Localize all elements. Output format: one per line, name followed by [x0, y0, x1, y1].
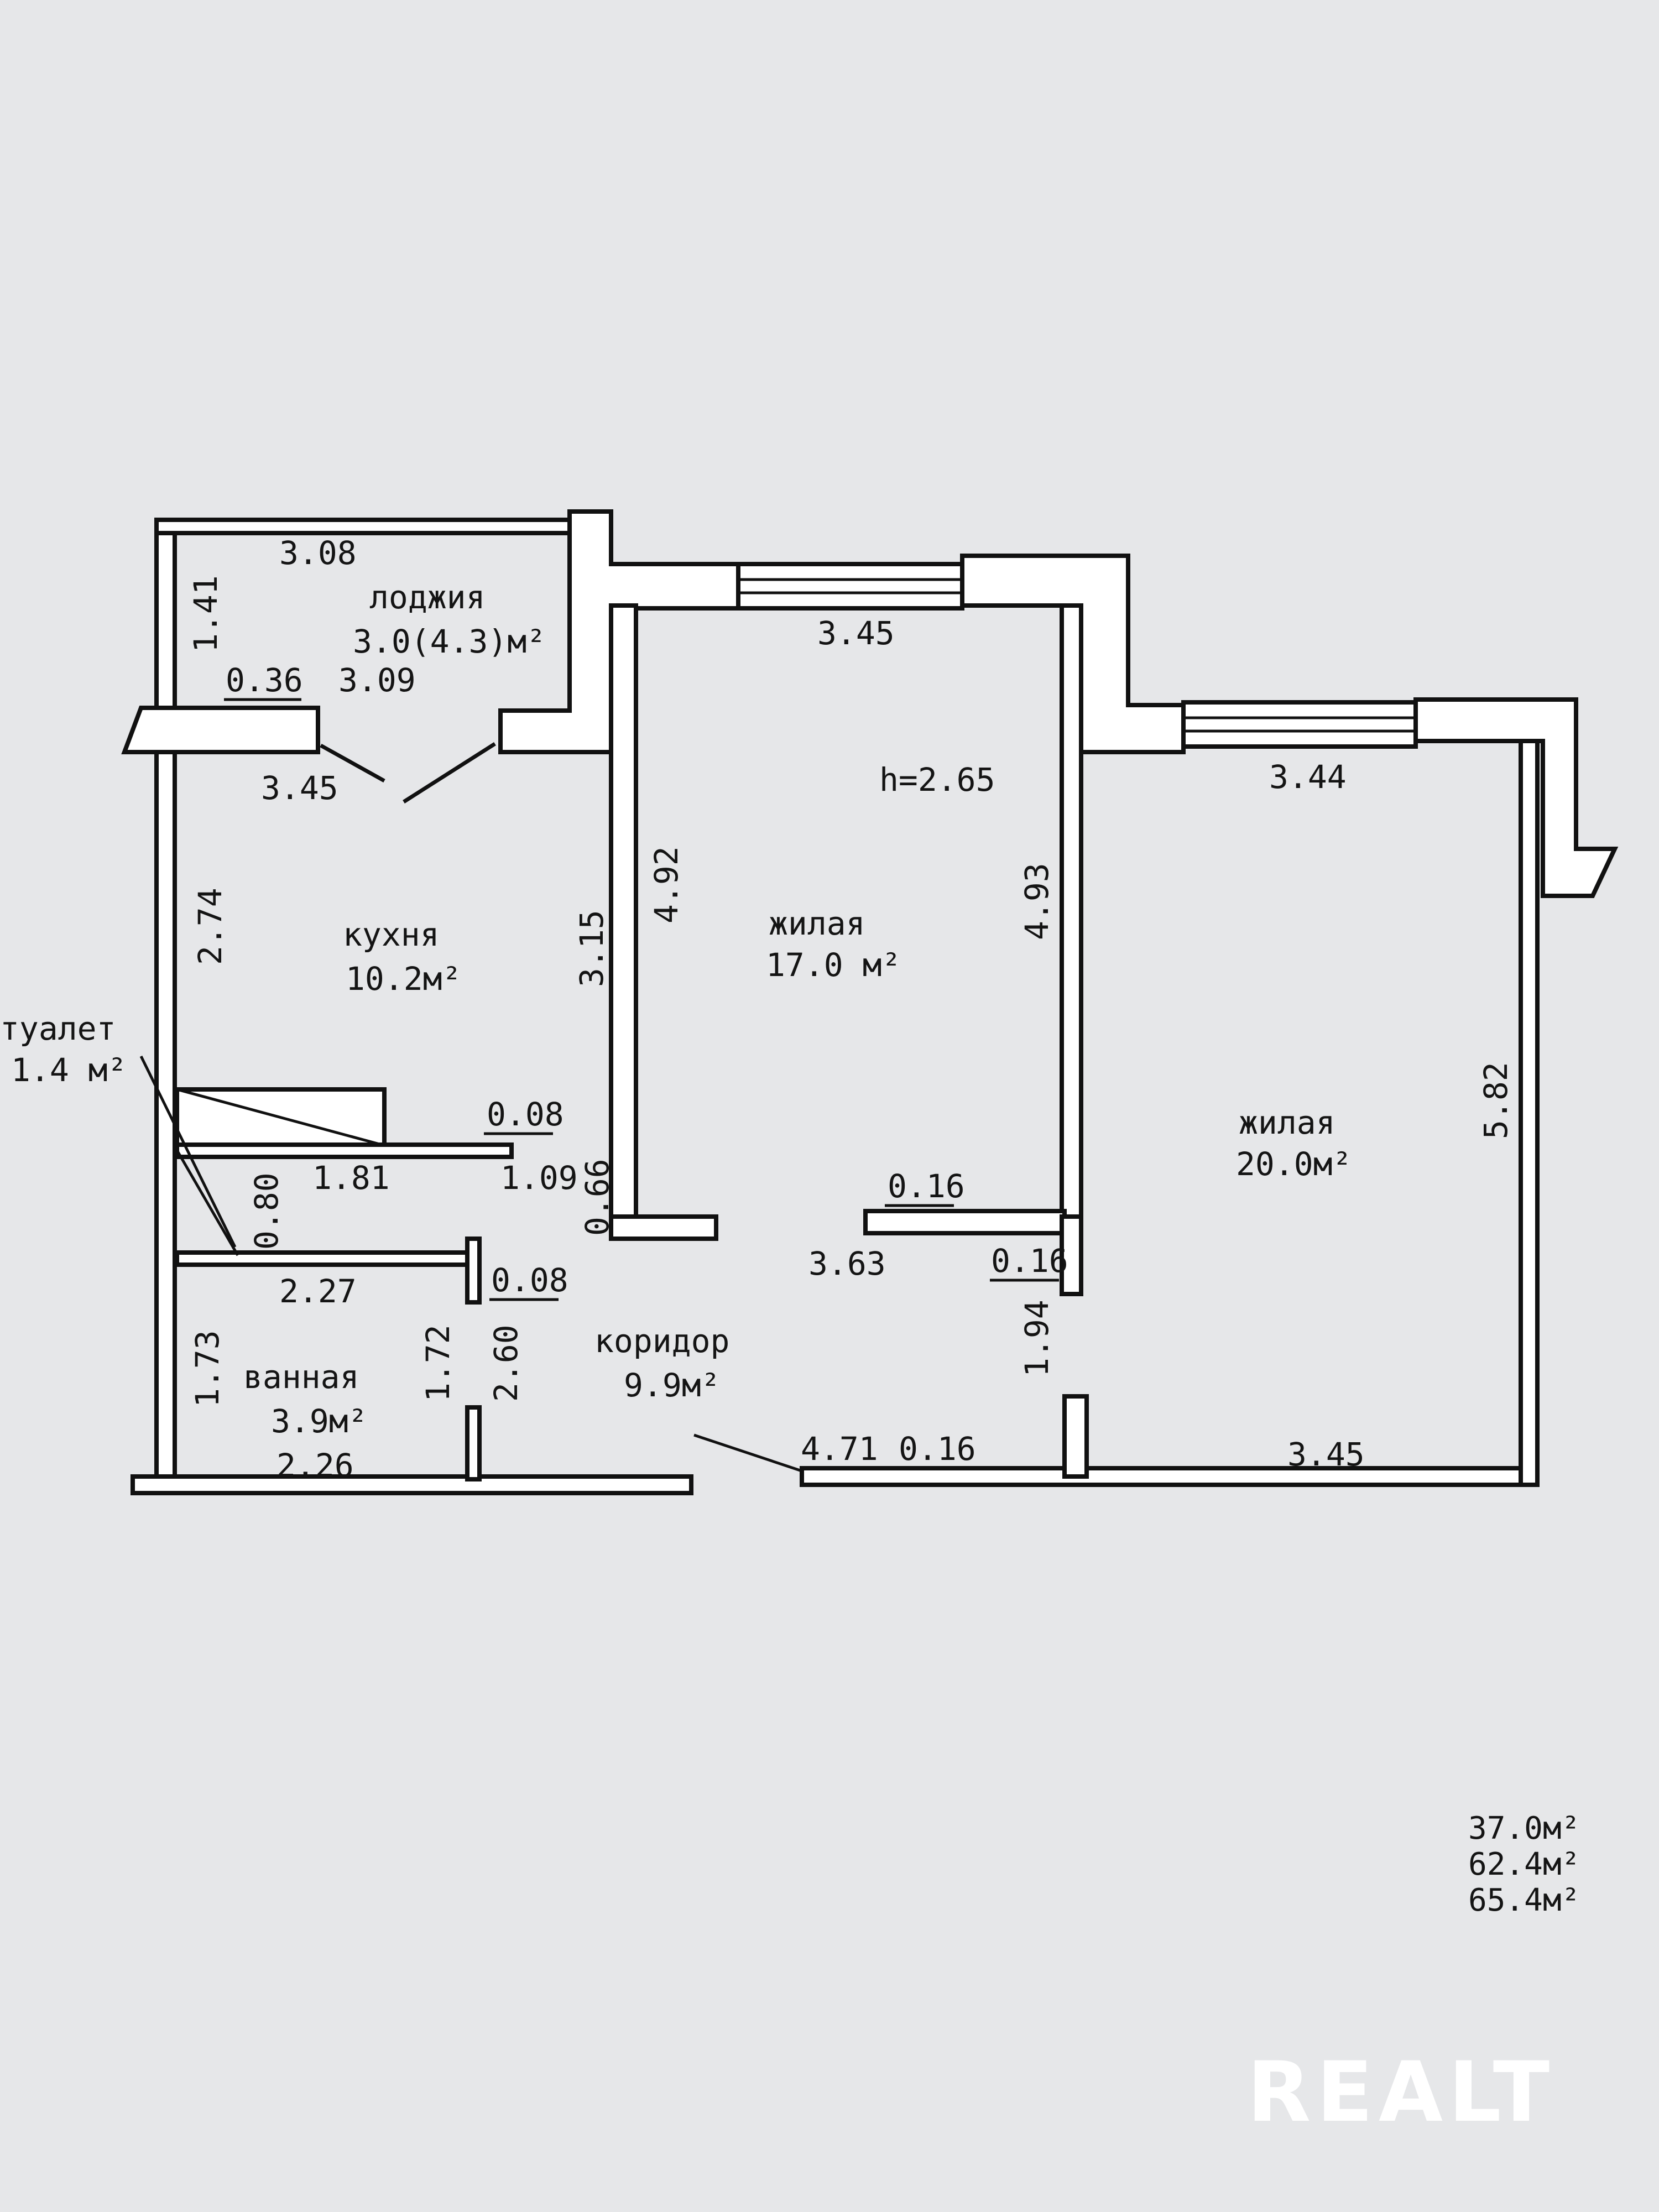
bath-name: ванная: [243, 1358, 359, 1396]
window-2: [1181, 700, 1418, 749]
total-with-loggia: 65.4м²: [1468, 1882, 1580, 1918]
wall-living1-bottom-right: [863, 1209, 1067, 1235]
wall-toilet-bottom: [175, 1250, 481, 1267]
living2-name: жилая: [1239, 1104, 1335, 1141]
kitchen-name: кухня: [343, 916, 440, 953]
kitchen-area: 10.2м²: [346, 960, 462, 998]
loggia-top-wall: [154, 518, 573, 535]
entry-door-leader: [693, 1433, 802, 1473]
dimension-labels: 3.08 1.41 0.36 3.09 3.45 2.74 3.15 3.45 …: [187, 534, 1515, 1484]
dim-toilet-008: 0.08: [487, 1095, 564, 1133]
dim-toilet-080: 0.80: [248, 1172, 285, 1250]
wall-right: [1519, 739, 1540, 1487]
dim-corr-016c: 0.16: [899, 1430, 976, 1468]
wall-living2-door-stub: [1062, 1394, 1089, 1479]
dim-bath-008: 0.08: [491, 1261, 568, 1299]
living1-name: жилая: [769, 905, 865, 942]
realt-watermark: REALT: [1247, 2044, 1555, 2141]
dim-bath-173: 1.73: [189, 1330, 226, 1407]
dim-bath-172: 1.72: [419, 1324, 457, 1402]
dim-living2-top: 3.44: [1269, 758, 1347, 796]
wall-bath-right: [465, 1237, 482, 1305]
bath-area: 3.9м²: [271, 1402, 368, 1440]
living1-area: 17.0 м²: [766, 946, 901, 984]
dim-bath-260: 2.60: [487, 1324, 525, 1402]
area-totals: 37.0м² 62.4м² 65.4м²: [1468, 1811, 1580, 1918]
dim-corr-016a: 0.16: [888, 1167, 965, 1205]
wall-living1-living2: [1060, 603, 1083, 1219]
dim-toilet-109: 1.09: [500, 1159, 578, 1197]
dim-living2-right: 5.82: [1477, 1062, 1515, 1139]
dim-living1-top: 3.45: [817, 614, 895, 652]
wall-living1-bottom-left: [609, 1214, 718, 1241]
loggia-name: лоджия: [369, 578, 486, 616]
toilet-leader: [139, 1055, 237, 1248]
wall-toilet-top: [175, 1142, 514, 1159]
toilet-name: туалет: [0, 1010, 116, 1047]
window-1: [736, 562, 964, 611]
loggia-area: 3.0(4.3)м²: [353, 623, 546, 660]
dim-loggia-bottom: 3.09: [338, 661, 416, 699]
dim-corr-363: 3.63: [808, 1245, 886, 1282]
wall-left: [154, 520, 177, 1493]
room-labels: лоджия 3.0(4.3)м² кухня 10.2м² жилая 17.…: [0, 578, 1352, 1440]
right-pier: [1413, 697, 1619, 898]
corridor-name: коридор: [594, 1322, 729, 1360]
total-living: 37.0м²: [1468, 1811, 1580, 1846]
dim-corr-016b: 0.16: [991, 1242, 1068, 1280]
dim-bath-226: 2.26: [276, 1447, 354, 1484]
dim-corr-194: 1.94: [1018, 1300, 1056, 1377]
toilet-area: 1.4 м²: [11, 1051, 127, 1089]
dim-living1-right: 4.93: [1018, 863, 1056, 940]
wall-bottom-left: [131, 1474, 693, 1495]
ceiling-height: h=2.65: [879, 761, 995, 799]
dim-loggia-top: 3.08: [279, 534, 357, 572]
total-general: 62.4м²: [1468, 1846, 1580, 1882]
wall-living2-stub: [1060, 1214, 1083, 1296]
living2-area: 20.0м²: [1236, 1145, 1352, 1183]
wall-bath-right-low: [465, 1405, 482, 1481]
dim-loggia-side: 1.41: [187, 575, 225, 653]
dim-toilet-181: 1.81: [312, 1159, 390, 1197]
dim-corr-066: 0.66: [578, 1159, 616, 1236]
dim-bath-227: 2.27: [279, 1272, 357, 1310]
walls: [121, 509, 1619, 1495]
dim-living2-bottom: 3.45: [1287, 1436, 1365, 1473]
dim-corr-471: 4.71: [801, 1430, 878, 1468]
middle-pier: [960, 554, 1186, 754]
dim-kitchen-side: 2.74: [191, 888, 229, 965]
dim-loggia-036: 0.36: [226, 661, 303, 699]
dim-kitchen-top: 3.45: [261, 769, 338, 807]
dim-living1-left: 4.92: [648, 846, 685, 924]
dim-kitchen-right: 3.15: [573, 910, 611, 987]
kitchen-top-wall: [121, 706, 320, 754]
corridor-area: 9.9м²: [624, 1366, 721, 1404]
wall-kitchen-living1: [609, 603, 638, 1241]
wall-bottom-right: [800, 1466, 1540, 1487]
